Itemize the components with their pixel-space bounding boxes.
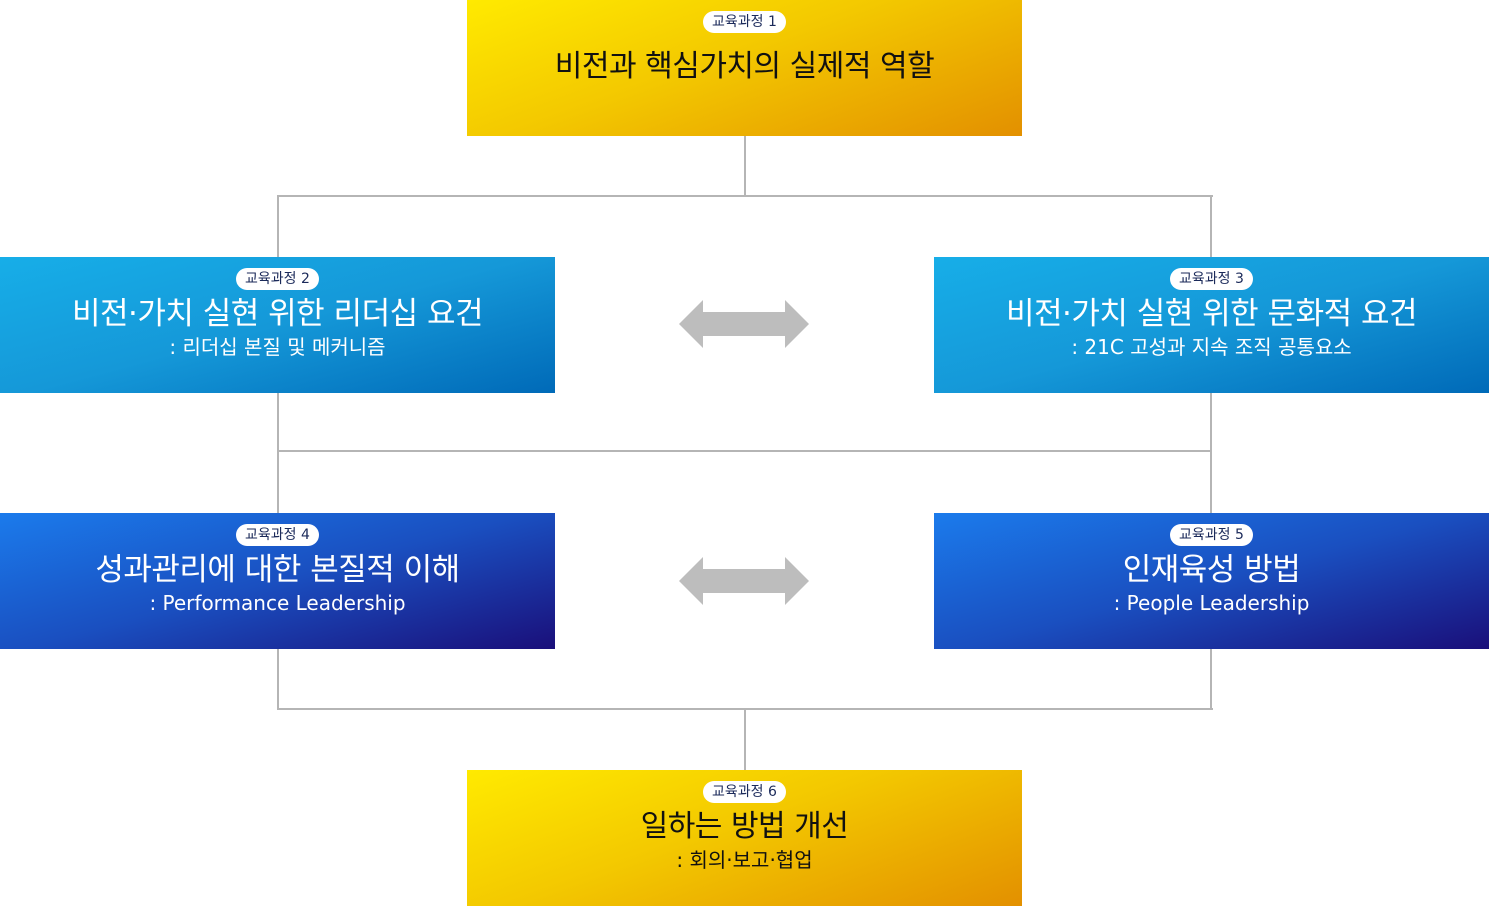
connector	[277, 195, 1213, 197]
course-title: 인재육성 방법	[1122, 552, 1301, 588]
connector	[277, 392, 279, 513]
course-subtitle: : 회의·보고·협업	[676, 848, 813, 872]
connector	[277, 195, 279, 257]
course-title: 비전·가치 실현 위한 문화적 요건	[1005, 296, 1418, 332]
course-title: 일하는 방법 개선	[640, 809, 849, 844]
course-subtitle: : 리더십 본질 및 메커니즘	[169, 335, 386, 359]
course-badge: 교육과정 2	[236, 268, 319, 290]
connector	[277, 648, 279, 710]
course-3-box: 교육과정 3 비전·가치 실현 위한 문화적 요건 : 21C 고성과 지속 조…	[934, 257, 1489, 393]
course-subtitle: : Performance Leadership	[149, 591, 406, 615]
course-title: 비전·가치 실현 위한 리더십 요건	[71, 296, 484, 332]
connector	[744, 135, 746, 197]
course-title: 성과관리에 대한 본질적 이해	[95, 552, 460, 588]
course-title: 비전과 핵심가치의 실제적 역할	[554, 49, 935, 84]
connector	[1210, 648, 1212, 710]
double-arrow-icon	[679, 300, 809, 348]
connector	[1210, 195, 1212, 257]
connector	[1210, 392, 1212, 513]
connector	[277, 450, 1212, 452]
course-6-box: 교육과정 6 일하는 방법 개선 : 회의·보고·협업	[467, 770, 1022, 906]
connector	[744, 708, 746, 770]
course-1-box: 교육과정 1 비전과 핵심가치의 실제적 역할	[467, 0, 1022, 136]
course-badge: 교육과정 4	[236, 524, 319, 546]
course-badge: 교육과정 3	[1170, 268, 1253, 290]
double-arrow-icon	[679, 557, 809, 605]
course-4-box: 교육과정 4 성과관리에 대한 본질적 이해 : Performance Lea…	[0, 513, 555, 649]
course-subtitle: : 21C 고성과 지속 조직 공통요소	[1071, 335, 1352, 359]
course-badge: 교육과정 1	[703, 11, 786, 33]
course-2-box: 교육과정 2 비전·가치 실현 위한 리더십 요건 : 리더십 본질 및 메커니…	[0, 257, 555, 393]
course-subtitle: : People Leadership	[1113, 591, 1310, 615]
course-badge: 교육과정 5	[1170, 524, 1253, 546]
course-badge: 교육과정 6	[703, 781, 786, 803]
course-5-box: 교육과정 5 인재육성 방법 : People Leadership	[934, 513, 1489, 649]
